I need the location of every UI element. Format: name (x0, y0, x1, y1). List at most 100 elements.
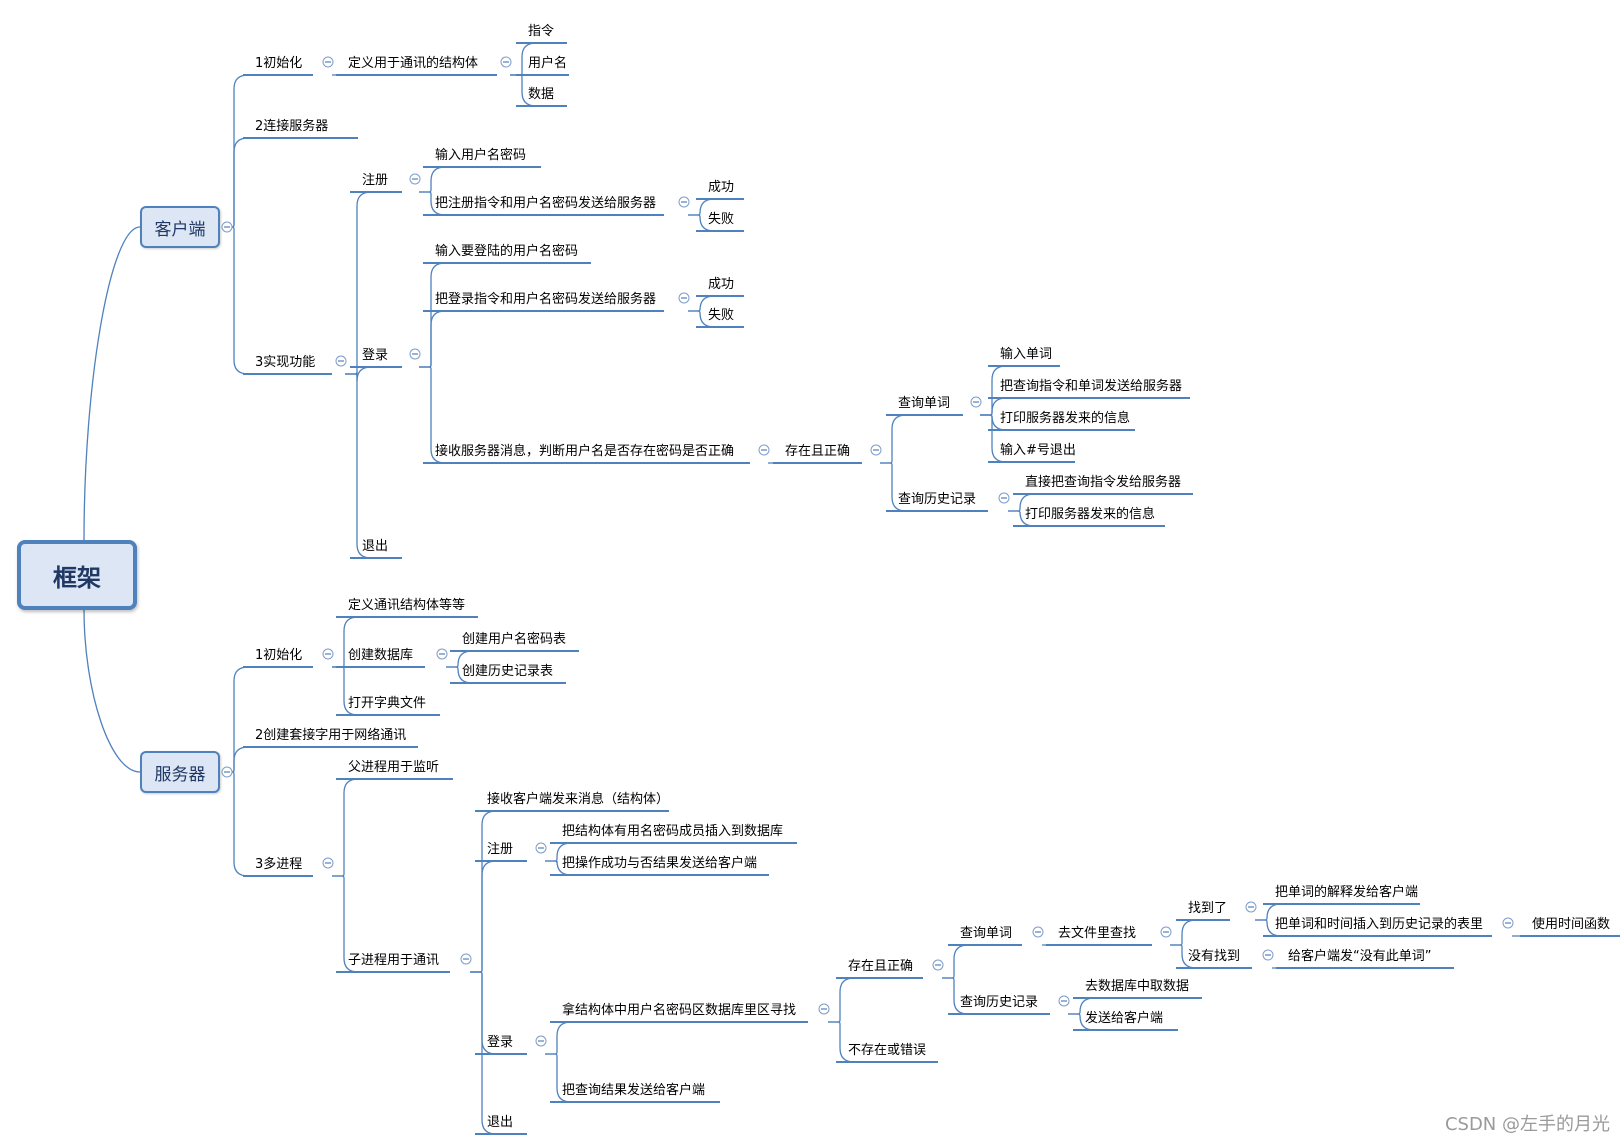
topic-c3l1[interactable]: 输入要登陆的用户名密码 (435, 243, 578, 259)
edge-c3l2 (419, 310, 446, 368)
topic-s1b1[interactable]: 创建历史记录表 (462, 664, 553, 679)
topic-sln[interactable]: 不存在或错误 (848, 1043, 926, 1058)
topic-sf1[interactable]: 把单词和时间插入到历史记录的表里 (1275, 916, 1483, 932)
topic-cqw0[interactable]: 输入单词 (1000, 346, 1052, 362)
collapse-toggle-icon[interactable] (500, 56, 512, 68)
topic-snf1[interactable]: 给客户端发“没有此单词” (1288, 948, 1431, 964)
collapse-toggle-icon[interactable] (335, 355, 347, 367)
root-topic[interactable]: 框架 (17, 540, 137, 610)
topic-snf[interactable]: 没有找到 (1188, 949, 1240, 964)
topic-s1b[interactable]: 创建数据库 (348, 647, 413, 663)
topic-sr[interactable]: 接收客户端发来消息（结构体） (487, 791, 669, 807)
topic-c3r[interactable]: 注册 (362, 173, 388, 188)
collapse-toggle-icon[interactable] (758, 444, 770, 456)
collapse-toggle-icon[interactable] (1245, 901, 1257, 913)
collapse-toggle-icon[interactable] (932, 959, 944, 971)
edge-s3p (332, 778, 359, 877)
collapse-toggle-icon[interactable] (1502, 917, 1514, 929)
collapse-toggle-icon[interactable] (1058, 995, 1070, 1007)
collapse-toggle-icon[interactable] (678, 196, 690, 208)
edge-c3 (222, 226, 249, 375)
topic-sl[interactable]: 登录 (487, 1035, 513, 1050)
topic-srg[interactable]: 注册 (487, 842, 513, 857)
edge-root-client (83, 226, 141, 541)
topic-srg1[interactable]: 把操作成功与否结果发送给客户端 (562, 855, 757, 871)
collapse-toggle-icon[interactable] (322, 56, 334, 68)
topic-cqh1[interactable]: 打印服务器发来的信息 (1025, 506, 1155, 522)
client-topic[interactable]: 客户端 (140, 206, 220, 248)
topic-sq[interactable]: 退出 (487, 1115, 513, 1130)
topic-sqw[interactable]: 查询单词 (960, 926, 1012, 941)
connector-lines (83, 42, 1520, 1135)
server-topic[interactable]: 服务器 (140, 751, 220, 793)
topic-s2[interactable]: 2创建套接字用于网络通讯 (255, 727, 406, 743)
collapse-toggle-icon[interactable] (409, 348, 421, 360)
topic-c3r2b[interactable]: 失败 (708, 212, 734, 227)
topic-c3l2[interactable]: 把登录指令和用户名密码发送给服务器 (435, 291, 656, 307)
topic-sqh1[interactable]: 发送给客户端 (1085, 1010, 1163, 1026)
collapse-toggle-icon[interactable] (409, 173, 421, 185)
topic-sf0[interactable]: 把单词的解释发给客户端 (1275, 884, 1418, 900)
collapse-toggle-icon[interactable] (998, 492, 1010, 504)
topic-s3c[interactable]: 子进程用于通讯 (348, 953, 439, 968)
topic-sqws[interactable]: 去文件里查找 (1058, 926, 1136, 941)
topic-c1s[interactable]: 定义用于通讯的结构体 (348, 55, 478, 71)
server-collapse-toggle-icon[interactable] (221, 766, 233, 778)
topic-cqw1[interactable]: 把查询指令和单词发送给服务器 (1000, 378, 1182, 394)
topic-c1f1[interactable]: 用户名 (528, 55, 567, 71)
topic-cqw[interactable]: 查询单词 (898, 396, 950, 411)
collapse-toggle-icon[interactable] (322, 857, 334, 869)
topic-cqw3[interactable]: 输入#号退出 (1000, 442, 1076, 458)
collapse-toggle-icon[interactable] (436, 648, 448, 660)
edge-sl1 (545, 1021, 572, 1055)
collapse-toggle-icon[interactable] (1160, 926, 1172, 938)
topic-c2[interactable]: 2连接服务器 (255, 118, 328, 134)
collapse-toggle-icon[interactable] (322, 648, 334, 660)
topic-c3l[interactable]: 登录 (362, 348, 388, 363)
topic-cqh0[interactable]: 直接把查询指令发给服务器 (1025, 474, 1181, 490)
topic-s1c[interactable]: 打开字典文件 (348, 696, 426, 711)
topic-sqh0[interactable]: 去数据库中取数据 (1085, 978, 1189, 994)
topic-slo[interactable]: 存在且正确 (848, 959, 913, 974)
topic-c1f0[interactable]: 指令 (528, 24, 554, 39)
topic-sl1[interactable]: 拿结构体中用户名密码区数据库里区寻找 (562, 1002, 796, 1018)
topic-c3l2a[interactable]: 成功 (708, 277, 734, 292)
collapse-toggle-icon[interactable] (1262, 949, 1274, 961)
edge-sqw (942, 944, 969, 979)
edge-c3q (345, 373, 372, 559)
collapse-toggle-icon[interactable] (535, 1035, 547, 1047)
topic-c3r2[interactable]: 把注册指令和用户名密码发送给服务器 (435, 195, 656, 211)
topic-sqh[interactable]: 查询历史记录 (960, 995, 1038, 1010)
client-collapse-toggle-icon[interactable] (221, 221, 233, 233)
collapse-toggle-icon[interactable] (1032, 926, 1044, 938)
collapse-toggle-icon[interactable] (870, 444, 882, 456)
topic-s1a[interactable]: 定义通讯结构体等等 (348, 597, 465, 613)
topic-c3l3o[interactable]: 存在且正确 (785, 444, 850, 459)
topic-sf[interactable]: 找到了 (1188, 901, 1227, 916)
topic-s3p[interactable]: 父进程用于监听 (348, 760, 439, 775)
topic-sl2[interactable]: 把查询结果发送给客户端 (562, 1082, 705, 1098)
collapse-toggle-icon[interactable] (535, 842, 547, 854)
topic-cqh[interactable]: 查询历史记录 (898, 492, 976, 507)
collapse-toggle-icon[interactable] (970, 396, 982, 408)
topic-c3l2b[interactable]: 失败 (708, 308, 734, 323)
collapse-toggle-icon[interactable] (678, 292, 690, 304)
collapse-toggle-icon[interactable] (818, 1003, 830, 1015)
topic-c3r1[interactable]: 输入用户名密码 (435, 147, 526, 163)
topic-srg0[interactable]: 把结构体有用名密码成员插入到数据库 (562, 823, 783, 839)
topic-c1[interactable]: 1初始化 (255, 56, 302, 71)
topic-s3[interactable]: 3多进程 (255, 856, 302, 872)
topic-c3[interactable]: 3实现功能 (255, 355, 315, 370)
topic-s1[interactable]: 1初始化 (255, 648, 302, 663)
topic-s1b0[interactable]: 创建用户名密码表 (462, 631, 566, 647)
topic-c3l3[interactable]: 接收服务器消息，判断用户名是否存在密码是否正确 (435, 443, 734, 459)
collapse-toggle-icon[interactable] (460, 953, 472, 965)
topic-cqw2[interactable]: 打印服务器发来的信息 (1000, 410, 1130, 426)
topic-c3r2a[interactable]: 成功 (708, 180, 734, 195)
topic-c3q[interactable]: 退出 (362, 539, 388, 554)
topic-sf1t[interactable]: 使用时间函数 (1532, 916, 1610, 932)
topic-c1f2[interactable]: 数据 (528, 87, 554, 102)
edge-srg (470, 860, 497, 973)
edge-sf (1170, 919, 1197, 946)
